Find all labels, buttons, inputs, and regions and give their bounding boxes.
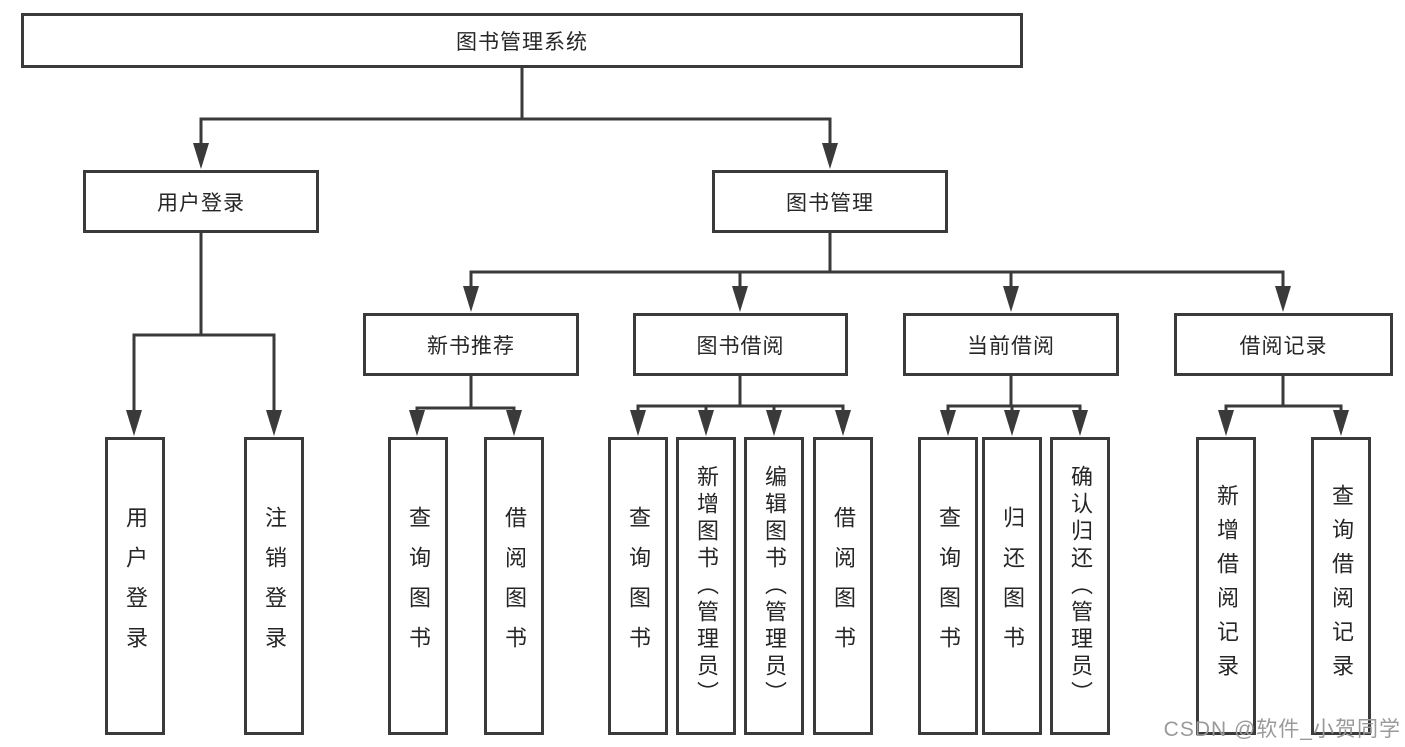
node-borrow-record-label: 借阅记录 — [1239, 334, 1328, 358]
leaf-add-books: 新增图书（管理员） — [676, 437, 736, 735]
leaf-add-books-label: 新增图书（管理员） — [694, 464, 719, 708]
leaf-confirm-return-label: 确认归还（管理员） — [1068, 464, 1093, 708]
node-book-borrow-label: 图书借阅 — [696, 334, 785, 358]
leaf-user-login-label: 用户登录 — [123, 506, 148, 666]
leaf-add-borrow-record: 新增借阅记录 — [1196, 437, 1256, 735]
csdn-watermark: CSDN @软件_小贺同学 — [1163, 718, 1401, 741]
leaf-query-books-recommend: 查询图书 — [388, 437, 448, 735]
leaf-edit-books-label: 编辑图书（管理员） — [762, 464, 787, 708]
leaf-add-borrow-record-label: 新增借阅记录 — [1214, 484, 1239, 688]
leaf-borrow-books-recommend-label: 借阅图书 — [502, 506, 527, 666]
leaf-logout-label: 注销登录 — [262, 506, 287, 666]
leaf-return-books-label: 归还图书 — [1000, 506, 1025, 666]
node-current-borrow: 当前借阅 — [903, 313, 1119, 376]
leaf-confirm-return: 确认归还（管理员） — [1050, 437, 1110, 735]
leaf-borrow-books: 借阅图书 — [813, 437, 873, 735]
leaf-query-borrow-record: 查询借阅记录 — [1311, 437, 1371, 735]
node-book-management-label: 图书管理 — [786, 191, 874, 215]
leaf-query-books-borrow-label: 查询图书 — [626, 506, 651, 666]
leaf-edit-books: 编辑图书（管理员） — [744, 437, 804, 735]
node-borrow-record: 借阅记录 — [1174, 313, 1393, 376]
leaf-query-books-recommend-label: 查询图书 — [406, 506, 431, 666]
leaf-return-books: 归还图书 — [982, 437, 1042, 735]
leaf-logout: 注销登录 — [244, 437, 304, 735]
leaf-query-books-current-label: 查询图书 — [936, 506, 961, 666]
node-current-borrow-label: 当前借阅 — [967, 334, 1055, 358]
node-user-login-label: 用户登录 — [157, 191, 245, 215]
node-book-borrow: 图书借阅 — [633, 313, 848, 376]
node-new-book-recommend-label: 新书推荐 — [427, 334, 515, 358]
node-root-label: 图书管理系统 — [456, 30, 588, 54]
leaf-borrow-books-label: 借阅图书 — [831, 506, 856, 666]
leaf-query-books-current: 查询图书 — [918, 437, 978, 735]
node-user-login: 用户登录 — [83, 170, 319, 233]
leaf-borrow-books-recommend: 借阅图书 — [484, 437, 544, 735]
leaf-user-login: 用户登录 — [105, 437, 165, 735]
leaf-query-borrow-record-label: 查询借阅记录 — [1329, 484, 1354, 688]
node-new-book-recommend: 新书推荐 — [363, 313, 579, 376]
node-book-management: 图书管理 — [712, 170, 948, 233]
node-root: 图书管理系统 — [21, 13, 1023, 68]
leaf-query-books-borrow: 查询图书 — [608, 437, 668, 735]
